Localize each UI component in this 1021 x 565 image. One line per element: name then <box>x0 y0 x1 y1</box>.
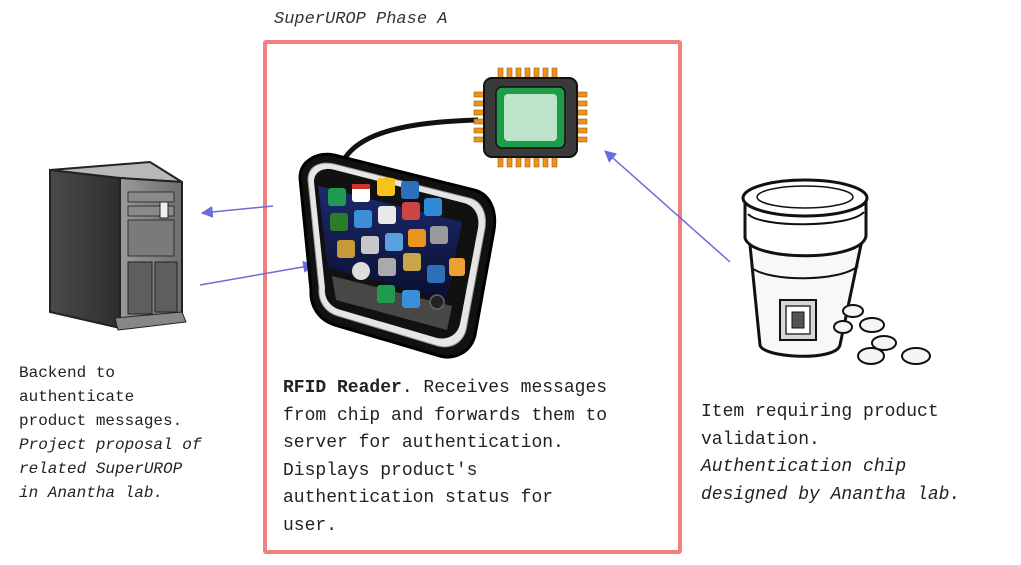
backend-line-4: Project proposal of <box>19 436 202 454</box>
chip-cable <box>342 117 479 160</box>
phase-title: SuperUROP Phase A <box>274 10 448 29</box>
phase-box <box>263 40 682 554</box>
reader-line-5: authentication status for <box>283 488 554 508</box>
backend-line-2: authenticate <box>19 388 135 406</box>
reader-line-1: RFID Reader. Receives messages <box>283 375 673 403</box>
backend-line-3: product messages. <box>19 412 183 430</box>
backend-line-6: in Anantha lab. <box>19 484 164 502</box>
item-line-1: Item requiring product <box>701 402 939 422</box>
arrow-server-to-reader <box>199 260 316 286</box>
pill-bottle-icon <box>741 178 931 365</box>
backend-description: Backend to authenticate product messages… <box>19 361 201 505</box>
arrow-reader-to-server <box>200 205 274 218</box>
arrow-item-to-chip <box>604 150 731 263</box>
reader-description: RFID Reader. Receives messages from chip… <box>283 375 673 540</box>
reader-line-2: from chip and forwards them to <box>283 405 608 426</box>
reader-line-4: Displays product's <box>283 460 478 481</box>
item-description: Item requiring product validation. Authe… <box>701 399 960 509</box>
backend-line-1: Backend to <box>19 364 116 382</box>
item-line-2: validation. <box>701 429 820 450</box>
smartphone-icon <box>298 152 497 359</box>
server-icon <box>49 160 187 331</box>
reader-line-3: server for authentication. <box>283 433 564 453</box>
item-line-3: Authentication chip <box>701 457 907 477</box>
microchip-icon <box>473 67 588 168</box>
reader-line-6: user. <box>283 515 338 536</box>
backend-line-5: related SuperUROP <box>19 460 183 478</box>
item-line-4: designed by Anantha lab. <box>701 484 961 505</box>
reader-title: RFID Reader <box>283 378 402 398</box>
reader-line-1-rest: . Receives messages <box>401 378 608 398</box>
